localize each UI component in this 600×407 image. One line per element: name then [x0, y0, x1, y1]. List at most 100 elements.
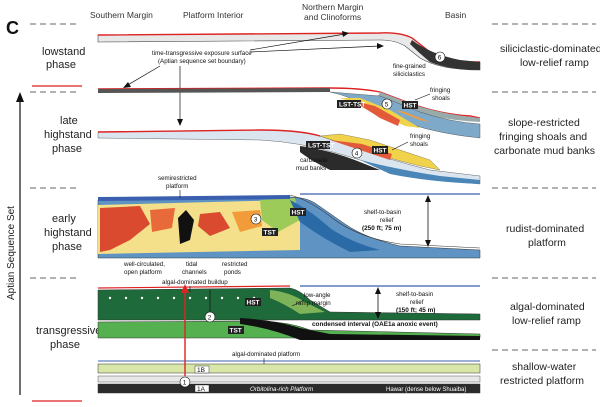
exposure-label-l1: time-transgressive exposure surface [152, 50, 252, 57]
shelf-basin-150-l2: relief [410, 299, 424, 306]
upper-clinoform [378, 92, 480, 122]
carbonate-mud-bank [300, 146, 380, 170]
circled-number-3 [250, 213, 262, 225]
transgressive-red-surface [97, 285, 291, 289]
shelf-basin-250-l2: relief [380, 217, 394, 224]
header-platform-interior: Platform Interior [183, 10, 244, 20]
phase-dividers [30, 23, 596, 351]
exposure-arrow [125, 65, 161, 87]
unit-1a-box [194, 384, 210, 393]
lowstand-panel: 6 [97, 32, 481, 71]
unit-1b-box [194, 365, 210, 374]
low-angle-l1: low-angle [304, 292, 331, 299]
algal-buildup-label: algal-dominated buildup [162, 279, 228, 286]
tag-hst-c-text: HST [292, 210, 305, 217]
tag-tst-d [228, 326, 244, 334]
right-label-2-l3: carbonate mud banks [494, 145, 595, 157]
low-angle-l2: ramp margin [296, 300, 331, 307]
tag-hst-d [245, 298, 261, 306]
tag-lst-tst-b [306, 141, 330, 149]
phase-transgressive-l2: phase [50, 339, 80, 351]
right-label-1-l2: low-relief ramp [520, 57, 589, 69]
shelf-basin-150-l3: (150 ft; 45 m) [396, 307, 435, 314]
buildup-dot [108, 296, 112, 300]
late-highstand-clinoforms-a [329, 91, 481, 139]
restricted-ponds-l2: ponds [224, 269, 241, 276]
algal-platform-label: algal-dominated platform [232, 351, 300, 358]
buildup-dot [188, 296, 192, 300]
shelf-basin-150-l1: shelf-to-basin [396, 291, 434, 298]
header-clinoforms: and Clinoforms [304, 12, 361, 22]
phase-transgressive-l1: transgressive [36, 325, 101, 337]
thin-band [97, 375, 481, 383]
well-circulated-l2: open platform [124, 269, 162, 276]
exposure-arrow [249, 33, 346, 51]
siliciclastics-l2: siliciclastics [393, 71, 425, 78]
buildup-dot [140, 296, 144, 300]
early-hst-top-line [98, 195, 290, 201]
phase-lowstand-l1: lowstand [42, 46, 85, 58]
axis-arrow-head [16, 92, 24, 102]
tag-hst-b-text: HST [374, 148, 387, 155]
fringing-shoals-a-l1: fringing [430, 87, 451, 94]
header-southern-margin: Southern Margin [90, 10, 153, 20]
circled-number-5 [381, 98, 393, 110]
arrowhead [425, 195, 431, 202]
circled-number-2-text: 2 [208, 315, 212, 322]
phase-late-l3: phase [52, 143, 82, 155]
circled-number-6-text: 6 [438, 55, 442, 62]
buildup-dot [220, 296, 224, 300]
fringing-shoals-b-l1: fringing [410, 133, 431, 140]
buildup-dot [124, 296, 128, 300]
tag-tst-d-text: TST [230, 328, 242, 335]
upper-shelf-body [98, 88, 330, 93]
arrowhead [342, 31, 349, 37]
algal-margin-light-green [270, 290, 325, 314]
arrowhead [375, 312, 381, 319]
tidal-channel-dark [178, 210, 194, 244]
right-label-1-l1: siliciclastic-dominated [500, 43, 600, 55]
tag-hst-d-text: HST [247, 300, 260, 307]
unit-1b-text: 1B [197, 367, 205, 374]
lower-exposure-line [97, 129, 321, 137]
right-label-5-l2: restricted platform [500, 375, 584, 387]
unit-1a-text: 1A [197, 386, 206, 393]
buildup-dot [172, 296, 176, 300]
semirestricted-l1: semirestricted [158, 175, 197, 182]
tag-lst-tst-a [337, 100, 361, 108]
fringing-shoal-orange [395, 110, 430, 122]
unit-1a-band [97, 383, 481, 394]
early-hst-profile [289, 194, 481, 249]
exposure-arrow [249, 45, 381, 53]
exposure-arrowheads [123, 31, 384, 126]
fringing-shoals-b-l2: shoals [410, 141, 428, 148]
phase-late-l2: highstand [44, 129, 92, 141]
shallow-water-panel [97, 360, 481, 394]
leader-line [414, 93, 431, 101]
fringing-shoal-red [350, 100, 400, 126]
tidal-channels-l2: channels [182, 269, 207, 276]
exposure-arrows [125, 33, 381, 122]
right-label-2-l1: slope-restricted [508, 117, 580, 129]
tag-hst-a [402, 101, 418, 109]
right-label-3-l1: rudist-dominated [506, 223, 584, 235]
fringing-shoals-a-l2: shoals [432, 95, 450, 102]
unit-1b-band [97, 363, 481, 374]
lower-basin-wedge [360, 160, 480, 184]
early-hst-clinoform [290, 200, 380, 252]
tag-hst-a-text: HST [404, 103, 417, 110]
buildup-dot [236, 296, 240, 300]
carbonate-mud-banks-l1: carbonate [300, 157, 328, 164]
right-label-4-l1: algal-dominated [510, 301, 585, 313]
header-northern-margin: Northern Margin [302, 2, 364, 12]
right-label-2-l2: fringing shoals and [499, 131, 587, 143]
header-basin: Basin [445, 10, 467, 20]
right-label-4-l2: low-relief ramp [512, 315, 581, 327]
late-highstand-upper [97, 87, 481, 122]
circled-number-3-text: 3 [254, 217, 258, 224]
buildup-dot [204, 296, 208, 300]
platform-margin-green [260, 198, 300, 232]
leader-line [291, 299, 305, 307]
circled-number-1 [179, 376, 191, 388]
tidal-channels-l1: tidal [186, 261, 197, 268]
